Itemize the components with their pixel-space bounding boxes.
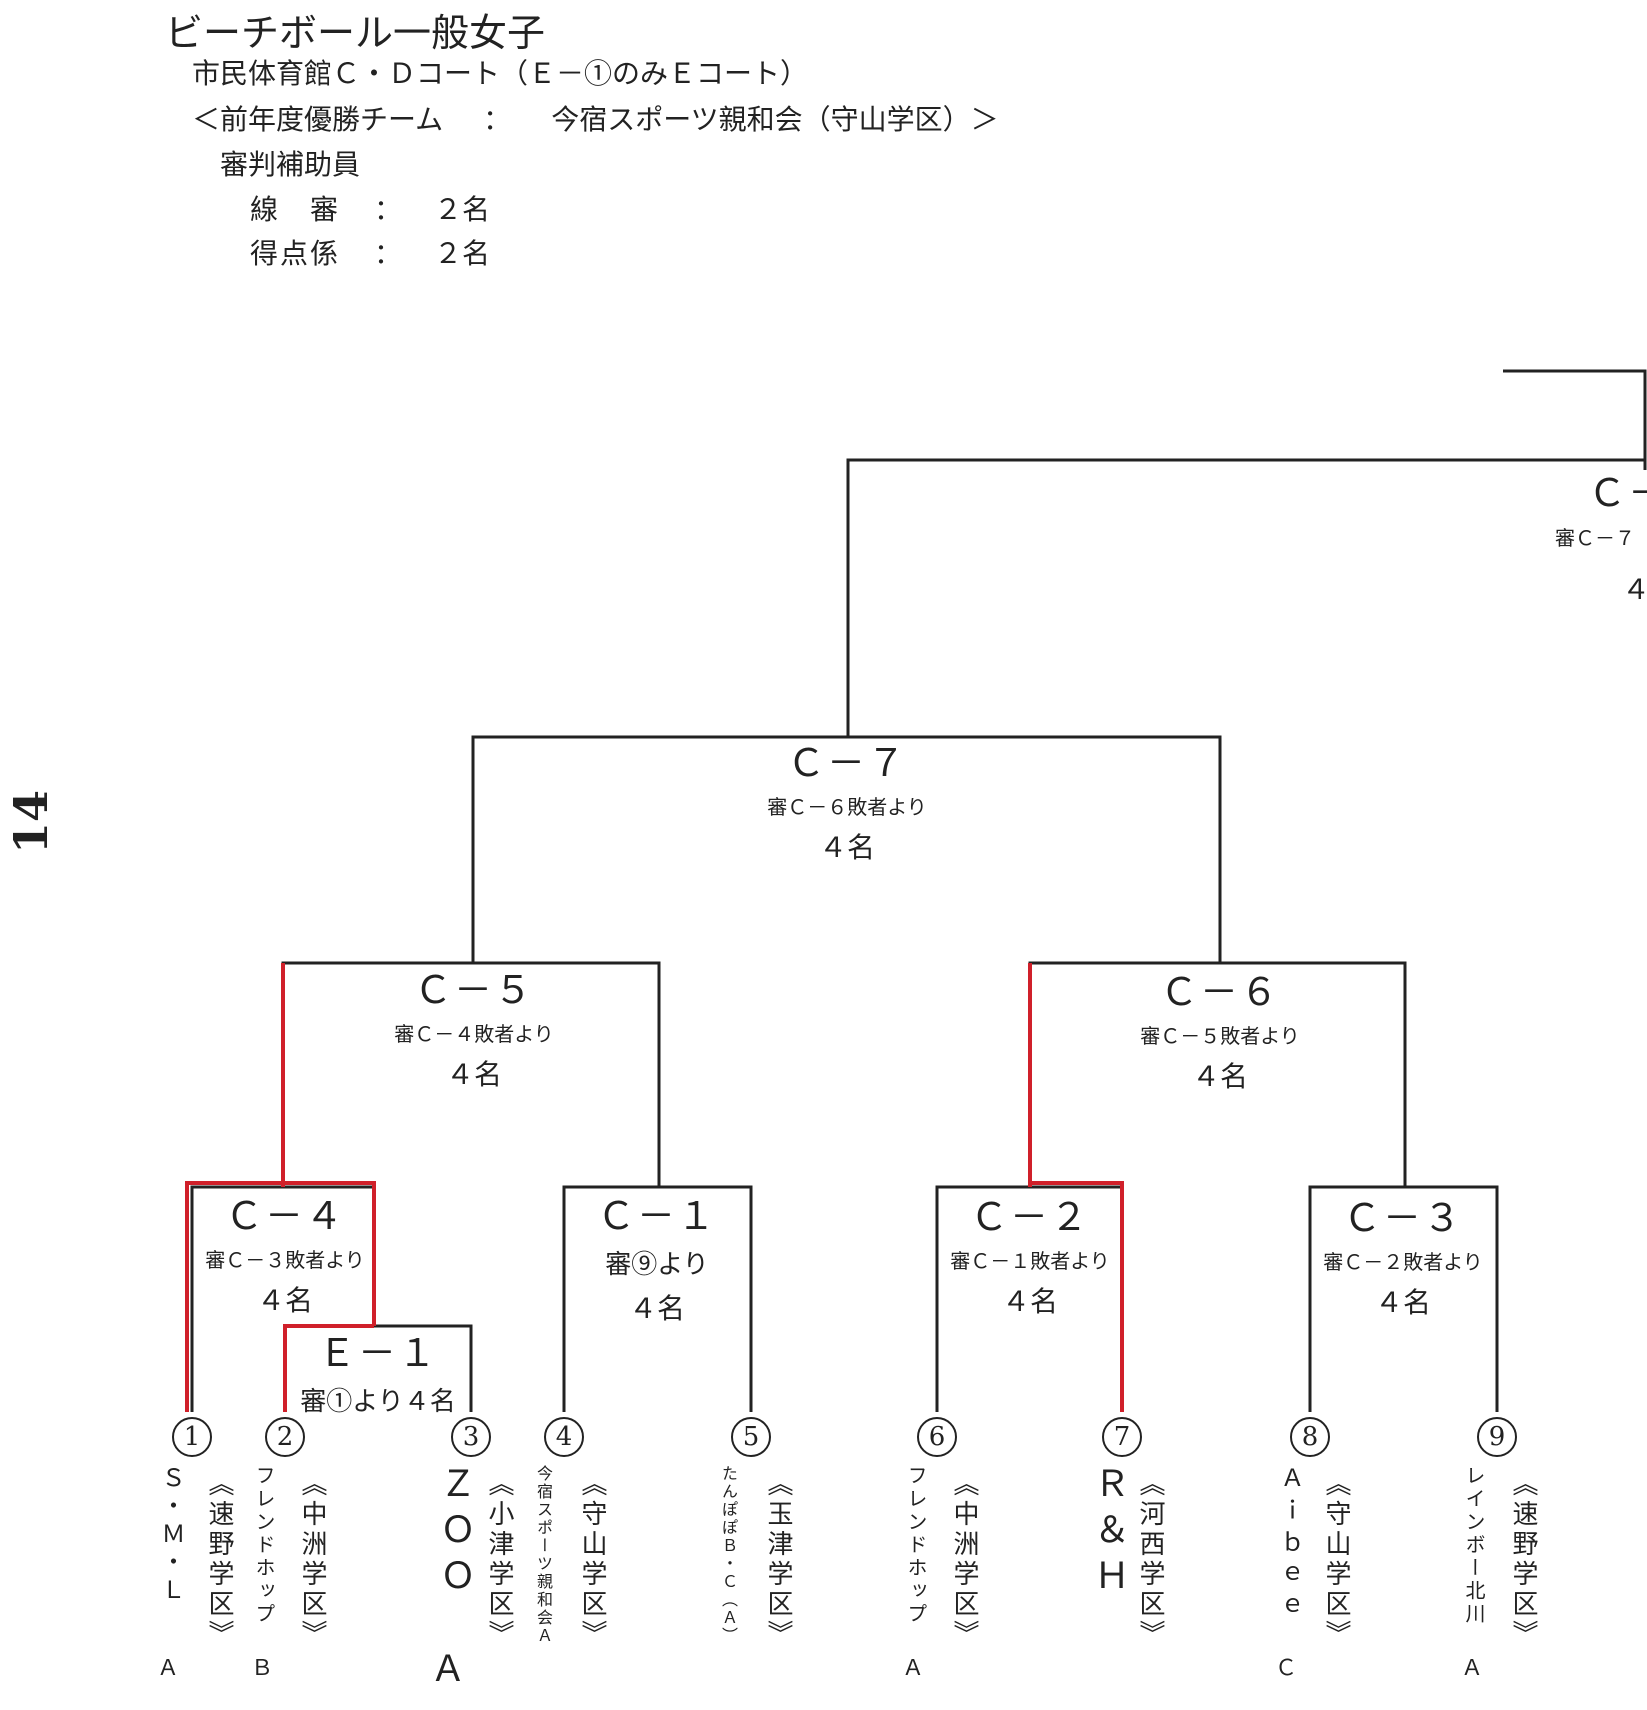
venue-text: 市民体育館Ｃ・Ｄコート（Ｅ－①のみＥコート） <box>192 57 809 90</box>
match-top-ref: 審Ｃ－７ <box>1555 526 1635 550</box>
team-suffix-6: Ａ <box>901 1656 925 1681</box>
team-name-4: 今宿スポーツ親和会Ａ <box>534 1465 553 1645</box>
seed-8: 8 <box>1290 1417 1330 1457</box>
team-district-2: 《中洲学区》 <box>297 1470 327 1650</box>
match-name: Ｃ－１ <box>596 1194 718 1238</box>
match-c4: Ｃ－４ 審Ｃ－３敗者より ４名 <box>205 1185 365 1319</box>
match-top-name: Ｃ－ <box>1588 471 1647 515</box>
team-district-1: 《速野学区》 <box>204 1470 234 1650</box>
match-c1: Ｃ－１ 審⑨より ４名 <box>597 1185 717 1327</box>
match-referee: 審Ｃ－２敗者より <box>1323 1250 1483 1274</box>
team-district-9: 《速野学区》 <box>1508 1470 1538 1650</box>
match-c2: Ｃ－２ 審Ｃ－１敗者より ４名 <box>950 1186 1110 1320</box>
match-name: Ｃ－６ <box>1159 970 1281 1014</box>
match-c3: Ｃ－３ 審Ｃ－２敗者より ４名 <box>1323 1187 1483 1321</box>
match-name: Ｃ－２ <box>969 1195 1091 1239</box>
team-district-3: 《小津学区》 <box>484 1470 514 1650</box>
match-count: ４名 <box>256 1284 314 1317</box>
referee-row-label: 線 審 <box>250 193 341 226</box>
seed-9: 9 <box>1477 1417 1517 1457</box>
referee-row-value: ２名 <box>434 193 491 226</box>
match-name: Ｅ－１ <box>317 1331 439 1375</box>
match-referee: 審Ｃ－３敗者より <box>205 1248 365 1272</box>
match-count: ４名 <box>1191 1060 1249 1093</box>
seed-3: 3 <box>451 1417 491 1457</box>
referee-row-scorer: 得点係 ： ２名 <box>250 232 490 272</box>
team-suffix-8: Ｃ <box>1274 1656 1298 1681</box>
match-c6: Ｃ－６ 審Ｃ－５敗者より ４名 <box>1140 961 1300 1095</box>
match-referee: 審Ｃ－１敗者より <box>950 1249 1110 1273</box>
team-suffix-3: Ａ <box>429 1649 467 1690</box>
referee-heading: 審判補助員 <box>220 148 361 181</box>
match-count: ４名 <box>1374 1286 1432 1319</box>
match-count: ４名 <box>1001 1285 1059 1318</box>
team-district-6: 《中洲学区》 <box>949 1470 979 1650</box>
winner-path-e1 <box>283 1324 374 1412</box>
champion-name: 今宿スポーツ親和会（守山学区）＞ <box>551 103 999 136</box>
bracket-line-c7 <box>471 735 1222 963</box>
bracket-line-top-connector <box>846 458 1645 737</box>
bracket-line-c3 <box>1308 1185 1499 1412</box>
seed-1: 1 <box>172 1417 212 1457</box>
champion-colon: ： <box>483 103 512 136</box>
referee-row-colon: ： <box>374 237 403 270</box>
match-count: ４名 <box>445 1058 503 1091</box>
champion-prefix: ＜前年度優勝チーム <box>192 103 444 136</box>
team-suffix-2: Ｂ <box>250 1656 274 1681</box>
seed-7: 7 <box>1102 1417 1142 1457</box>
match-c7: Ｃ－７ 審Ｃ－６敗者より ４名 <box>767 732 927 866</box>
match-c5: Ｃ－５ 審Ｃ－４敗者より ４名 <box>394 959 554 1093</box>
seed-6: 6 <box>917 1417 957 1457</box>
match-referee: 審①より４名 <box>300 1387 456 1417</box>
previous-champion: ＜前年度優勝チーム ： 今宿スポーツ親和会（守山学区）＞ <box>192 98 999 138</box>
team-name-3: ＺＯＯ <box>434 1465 475 1603</box>
referee-row-colon: ： <box>374 193 403 226</box>
match-count: ４名 <box>818 831 876 864</box>
referee-row-value: ２名 <box>434 237 491 270</box>
match-top-count: ４ <box>1622 573 1647 606</box>
team-district-4: 《守山学区》 <box>577 1470 607 1650</box>
match-name: Ｃ－７ <box>786 741 908 785</box>
referee-row-label: 得点係 <box>250 237 341 270</box>
referee-row-line-judge: 線 審 ： ２名 <box>250 188 490 228</box>
team-name-9: レインボー北川 <box>1462 1465 1486 1626</box>
bracket-line-c1 <box>562 1185 753 1412</box>
winner-path-c2 <box>1030 1181 1124 1412</box>
seed-4: 4 <box>544 1417 584 1457</box>
seed-2: 2 <box>265 1417 305 1457</box>
team-name-8: Ａｉｂｅｅ <box>1276 1465 1304 1625</box>
match-referee: 審Ｃ－６敗者より <box>767 795 927 819</box>
match-name: Ｃ－４ <box>224 1194 346 1238</box>
match-count: ４名 <box>628 1292 686 1325</box>
team-name-5: たんぽぽＢ・Ｃ（Ａ） <box>719 1465 738 1645</box>
team-name-2: フレンドホップ <box>252 1465 276 1626</box>
team-suffix-9: Ａ <box>1460 1656 1484 1681</box>
team-district-8: 《守山学区》 <box>1321 1470 1351 1650</box>
seed-5: 5 <box>731 1417 771 1457</box>
bracket-line-top-final <box>1503 369 1647 470</box>
team-name-7: Ｒ＆Ｈ <box>1088 1465 1129 1603</box>
match-referee: 審Ｃ－５敗者より <box>1140 1024 1300 1048</box>
match-name: Ｃ－３ <box>1342 1196 1464 1240</box>
match-name: Ｃ－５ <box>413 968 535 1012</box>
team-suffix-1: Ａ <box>156 1656 180 1681</box>
match-referee: 審⑨より <box>605 1250 709 1280</box>
match-referee: 審Ｃ－４敗者より <box>394 1022 554 1046</box>
team-district-5: 《玉津学区》 <box>763 1470 793 1650</box>
team-name-6: フレンドホップ <box>904 1465 928 1626</box>
winner-path-c4 <box>185 1181 376 1412</box>
team-name-1: Ｓ・Ｍ・Ｌ <box>157 1465 185 1605</box>
team-district-7: 《河西学区》 <box>1135 1470 1165 1650</box>
page-title: ビーチボール一般女子 <box>165 11 546 55</box>
match-e1: Ｅ－１ 審①より４名 <box>300 1322 455 1418</box>
